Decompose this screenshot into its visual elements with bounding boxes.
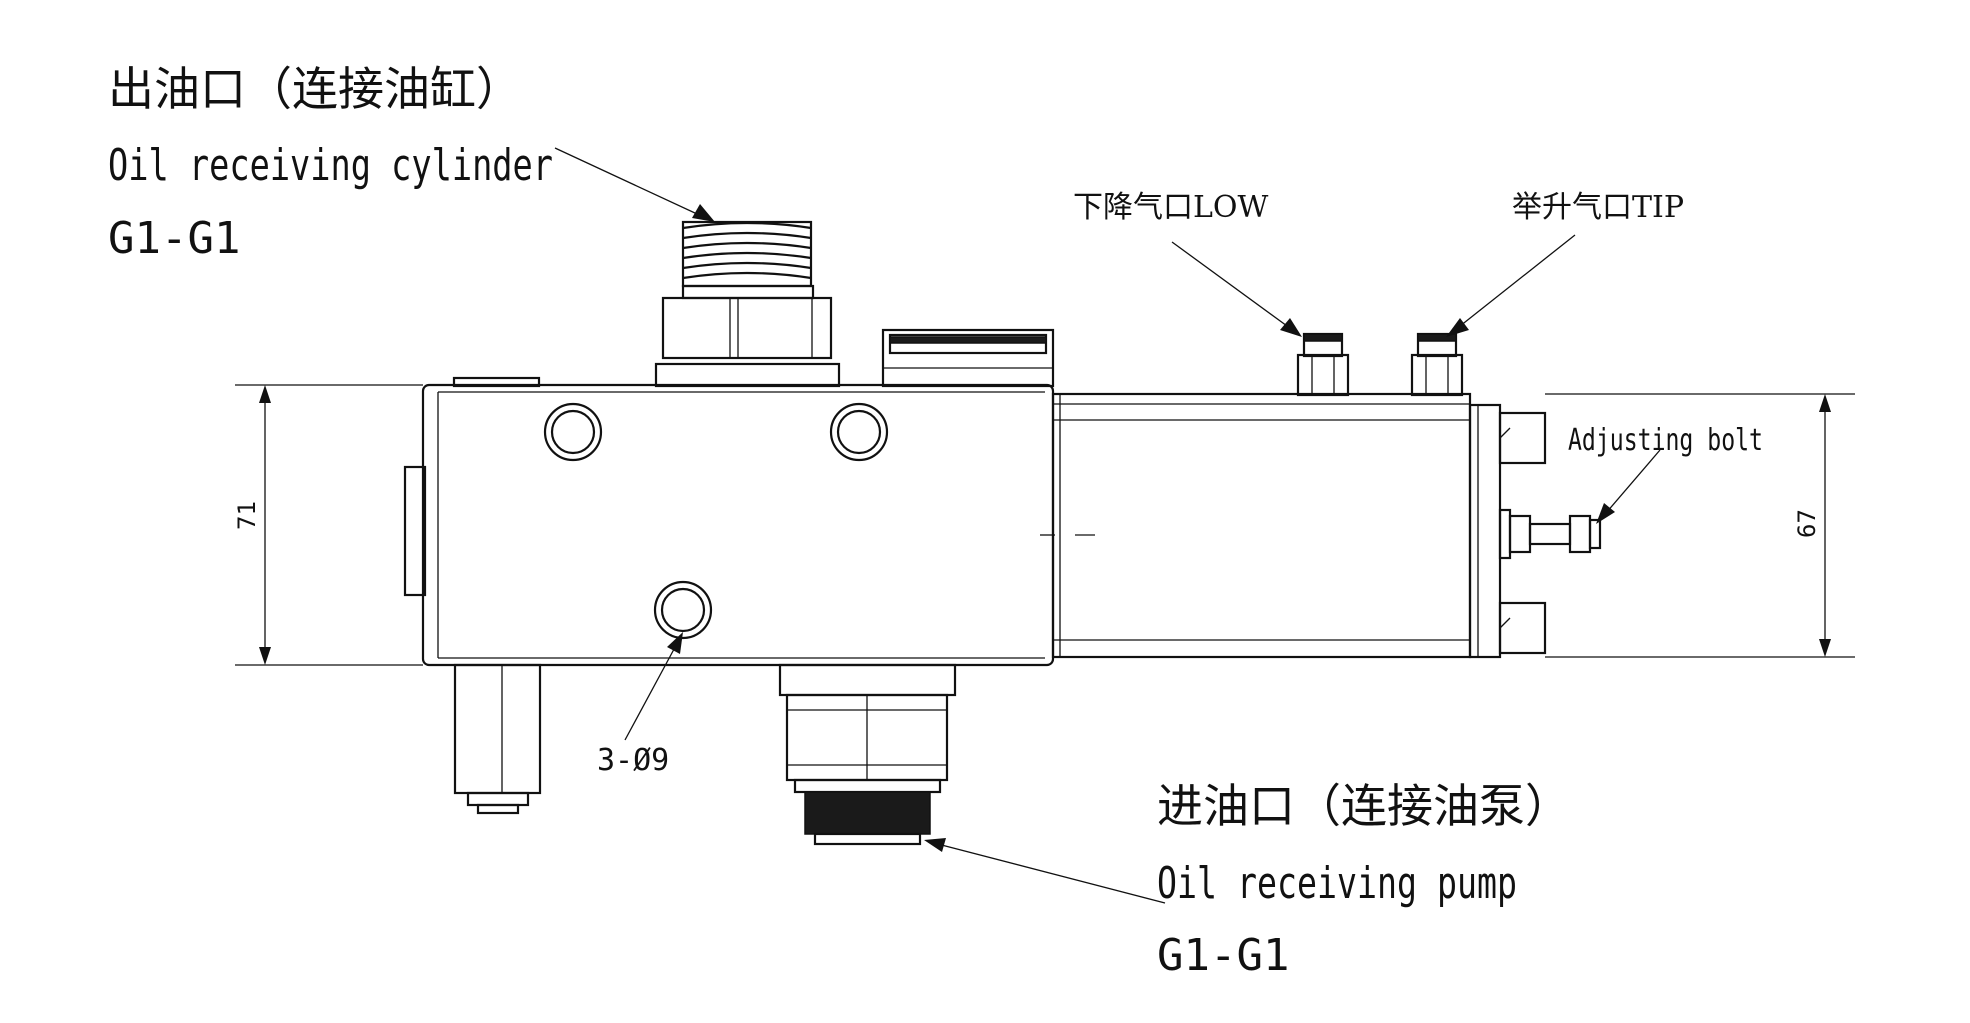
outlet-label-spec: G1-G1 (108, 213, 240, 264)
holes-label: 3-Ø9 (597, 743, 669, 778)
dimension-right (1545, 393, 1855, 658)
bottom-left-stud (453, 663, 542, 815)
valve-body (403, 376, 1055, 667)
tip-air-port (1410, 332, 1464, 397)
inlet-fitting (778, 663, 957, 846)
adjusting-bolt-label: Adjusting bolt (1568, 423, 1763, 458)
adjusting-bolt (1498, 508, 1602, 560)
outlet-fitting (654, 220, 841, 388)
dimension-left-value: 71 (233, 501, 261, 530)
pressure-cap (881, 328, 1055, 388)
dimension-left (235, 384, 423, 666)
tip-port-label: 举升气口TIP (1512, 190, 1684, 225)
inlet-label-spec: G1-G1 (1157, 930, 1289, 981)
low-air-port (1296, 332, 1350, 397)
inlet-label-cn: 进油口（连接油泵） (1157, 779, 1571, 833)
mounting-holes (543, 402, 889, 640)
inlet-label-en: Oil receiving pump (1157, 858, 1517, 909)
air-cylinder (1040, 392, 1547, 659)
leader-lines (554, 147, 1661, 904)
outlet-label-cn: 出油口（连接油缸） (108, 62, 522, 116)
dimension-right-value: 67 (1793, 509, 1821, 538)
low-port-label: 下降气口LOW (1073, 190, 1269, 225)
outlet-label-en: Oil receiving cylinder (108, 140, 553, 191)
